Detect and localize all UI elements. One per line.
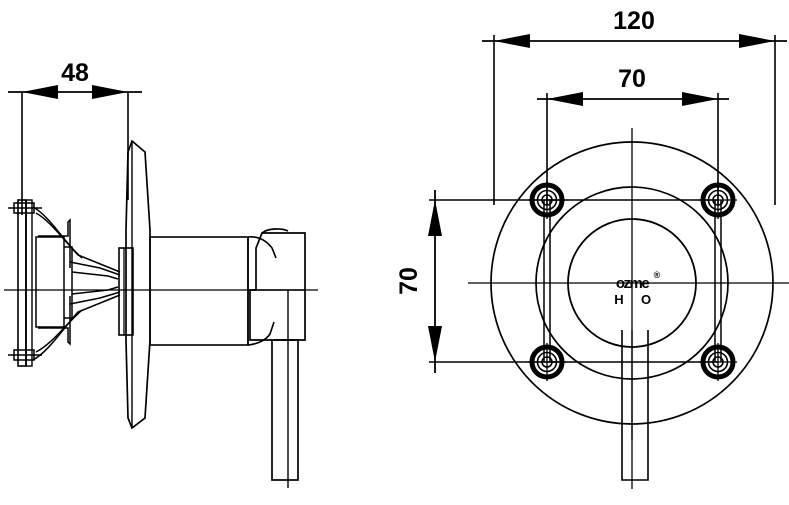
arrow-right-icon	[739, 34, 775, 48]
hole-bottom-left	[528, 343, 566, 381]
dimension-70-vertical-value: 70	[395, 267, 423, 295]
dimension-70-horizontal: 70	[537, 65, 729, 205]
valve-internal-section	[32, 206, 121, 361]
brand-registered-mark: ®	[654, 270, 661, 280]
arrow-bottom-icon	[428, 326, 442, 362]
wall-flange	[8, 199, 42, 367]
valve-body	[149, 236, 277, 346]
lever-arm-outline	[621, 330, 649, 481]
dimension-120: 120	[482, 7, 787, 205]
dimension-48-value: 48	[61, 59, 89, 87]
mounting-holes	[528, 181, 737, 381]
dimension-70-horizontal-value: 70	[618, 65, 646, 93]
escutcheon-plate	[125, 139, 151, 430]
section-lower-inner	[35, 309, 83, 353]
arrow-left-icon	[22, 85, 58, 99]
hole-top-left	[528, 181, 566, 219]
escutcheon-hub	[118, 247, 134, 336]
cartridge-core	[35, 236, 65, 328]
arrow-top-icon	[428, 200, 442, 236]
lever-arm	[271, 339, 299, 481]
hole-top-right	[699, 181, 737, 219]
section-upper-inner	[35, 212, 83, 259]
stem-upper-inner	[71, 271, 119, 280]
arrow-left-icon	[547, 92, 583, 106]
body-shoulder-upper	[247, 236, 277, 259]
front-view: 120 70 70	[395, 7, 789, 489]
hot-label: H	[614, 292, 623, 307]
cartridge-step-lower	[38, 296, 71, 346]
stem-upper	[69, 261, 121, 276]
flange-plate	[25, 199, 33, 367]
section-lower-outer	[32, 294, 121, 361]
arrow-right-icon	[92, 85, 128, 99]
cold-label: O	[641, 292, 651, 307]
cartridge-collar	[64, 246, 73, 319]
stem-lower	[69, 291, 121, 305]
dimension-48: 48	[8, 59, 142, 215]
handle-block	[249, 232, 306, 341]
dimension-120-value: 120	[613, 7, 655, 35]
lever-handle	[249, 228, 306, 488]
arrow-left-icon	[494, 34, 530, 48]
side-section-view: 48	[4, 59, 318, 488]
hub-rect	[118, 247, 134, 336]
cartridge-step-upper	[38, 218, 71, 268]
hole-bottom-right	[699, 343, 737, 381]
arrow-right-icon	[682, 92, 718, 106]
handle-top-curve	[261, 228, 289, 234]
